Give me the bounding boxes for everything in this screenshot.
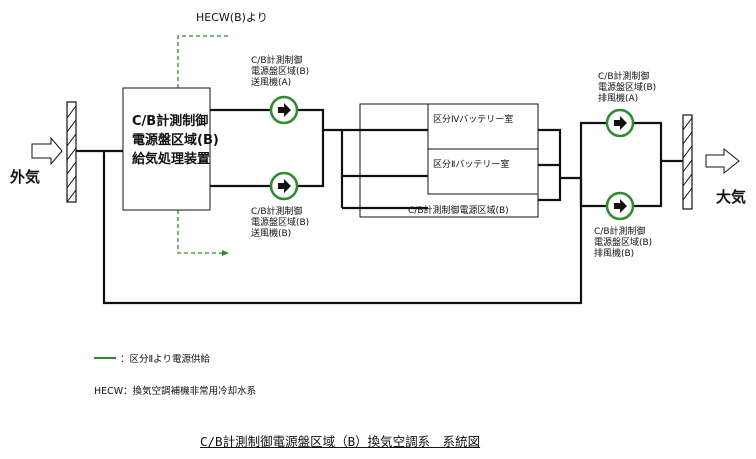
room-battery-iv — [427, 103, 539, 150]
supply-fan-a-icon — [269, 95, 299, 125]
supply-unit-line-2: 電源盤区域(B) — [132, 133, 219, 148]
battery-ii-label: 区分Ⅱバッテリー室 — [433, 160, 510, 170]
duct-lines — [76, 108, 683, 305]
exhaust-fan-b-line-2: 電源盤区域(B) — [594, 238, 653, 248]
supply-fan-b-line-1: C/B計測制御 — [251, 207, 303, 217]
legend-green-line: ：区分Ⅱより電源供給 — [94, 351, 210, 365]
supply-unit-line-3: 給気処理装置 — [132, 152, 211, 167]
outlet-damper-icon — [682, 114, 693, 210]
exhaust-fan-b-line-3: 排風機(B) — [594, 249, 635, 259]
green-line-swatch — [94, 357, 116, 359]
rooms — [359, 103, 539, 218]
supply-fan-a-line-2: 電源盤区域(B) — [251, 67, 310, 77]
supply-fan-b-line-2: 電源盤区域(B) — [251, 218, 310, 228]
diagram-title: C/B計測制御電源盤区域（B）換気空調系 系統図 — [200, 434, 481, 449]
legend-hecw: HECW：換気空調補機非常用冷却水系 — [94, 383, 256, 397]
hecw-source-label: HECW(B)より — [196, 11, 268, 24]
supply-fan-a-line-1: C/B計測制御 — [251, 56, 303, 66]
outside-air-arrow-icon — [31, 136, 63, 166]
legend-green-line-text: ：区分Ⅱより電源供給 — [120, 354, 210, 365]
exhaust-fan-b-label: C/B計測制御 電源盤区域(B) 排風機(B) — [594, 227, 652, 260]
exhaust-fan-b-line-1: C/B計測制御 — [594, 227, 646, 237]
cb-power-area-label: C/B計測制御電源区域(B) — [408, 206, 509, 216]
outside-air-label: 外気 — [10, 168, 41, 186]
legend-hecw-text: HECW：換気空調補機非常用冷却水系 — [94, 386, 257, 397]
exhaust-fan-a-icon — [605, 108, 635, 138]
supply-unit-line-1: C/B計測制御 — [132, 114, 209, 129]
supply-fan-b-icon — [269, 171, 299, 201]
inlet-damper-icon — [66, 101, 77, 203]
exhaust-fan-a-line-1: C/B計測制御 — [598, 72, 650, 82]
supply-unit-label: C/B計測制御 電源盤区域(B) 給気処理装置 — [132, 112, 219, 169]
supply-fan-a-line-3: 送風機(A) — [251, 78, 292, 88]
supply-fan-a-label: C/B計測制御 電源盤区域(B) 送風機(A) — [251, 56, 309, 89]
supply-fan-b-label: C/B計測制御 電源盤区域(B) 送風機(B) — [251, 207, 309, 240]
exhaust-fan-a-label: C/B計測制御 電源盤区域(B) 排風機(A) — [598, 72, 656, 105]
atmosphere-label: 大気 — [716, 188, 747, 206]
exhaust-fan-b-icon — [605, 191, 635, 221]
supply-air-unit — [122, 87, 211, 211]
exhaust-fan-a-line-2: 電源盤区域(B) — [598, 83, 657, 93]
exhaust-fan-a-line-3: 排風機(A) — [598, 94, 639, 104]
hecw-return-arrow-icon — [222, 250, 229, 256]
room-battery-ii — [427, 148, 539, 195]
hecw-supply-line — [177, 35, 230, 254]
supply-fan-b-line-3: 送風機(B) — [251, 229, 292, 239]
atmosphere-arrow-icon — [705, 147, 740, 175]
battery-iv-label: 区分Ⅳバッテリー室 — [433, 115, 514, 125]
